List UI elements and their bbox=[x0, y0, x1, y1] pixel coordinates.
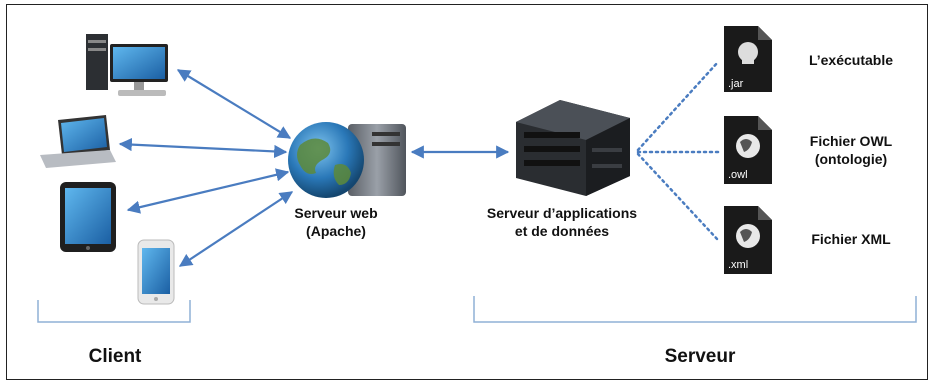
web-server-label-line1: Serveur web bbox=[294, 205, 378, 221]
jar-file-label-line1: L’exécutable bbox=[808, 52, 894, 68]
owl-file-label: Fichier OWL (ontologie) bbox=[790, 132, 912, 168]
app-server-label: Serveur d’applications et de données bbox=[468, 204, 656, 240]
dotted-link-jar bbox=[636, 60, 720, 152]
arrow-phone-webserver bbox=[178, 191, 294, 267]
server-group-label: Serveur bbox=[664, 346, 736, 367]
application-server-icon bbox=[516, 100, 630, 196]
xml-file-icon: .xml bbox=[724, 206, 772, 274]
file-ext-xml: .xml bbox=[728, 259, 748, 271]
arrow-laptop-webserver bbox=[118, 137, 288, 159]
arrow-desktop-webserver bbox=[176, 69, 292, 139]
owl-file-label-line1: Fichier OWL bbox=[809, 133, 893, 149]
xml-file-label-line1: Fichier XML bbox=[811, 231, 891, 247]
tablet-icon bbox=[60, 182, 116, 252]
xml-file-label: Fichier XML bbox=[790, 230, 912, 248]
file-ext-jar: .jar bbox=[728, 78, 744, 90]
arrow-tablet-webserver bbox=[126, 168, 290, 214]
app-server-label-line1: Serveur d’applications bbox=[486, 205, 638, 221]
file-ext-owl: .owl bbox=[728, 169, 748, 181]
server-bracket bbox=[473, 296, 917, 323]
web-server-label-line2: (Apache) bbox=[306, 223, 366, 239]
client-bracket bbox=[37, 300, 191, 323]
smartphone-icon bbox=[137, 239, 175, 305]
laptop-icon bbox=[40, 115, 116, 168]
dotted-link-xml bbox=[636, 152, 720, 242]
web-server-label: Serveur web (Apache) bbox=[282, 204, 390, 240]
client-group-label: Client bbox=[88, 346, 142, 367]
jar-file-label: L’exécutable bbox=[790, 51, 912, 69]
app-server-label-line2: et de données bbox=[514, 223, 610, 239]
jar-file-icon: .jar bbox=[724, 26, 772, 92]
web-server-icon bbox=[288, 122, 406, 198]
owl-file-label-line2: (ontologie) bbox=[814, 151, 888, 167]
owl-file-icon: .owl bbox=[724, 116, 772, 184]
desktop-computer-icon bbox=[86, 34, 168, 96]
